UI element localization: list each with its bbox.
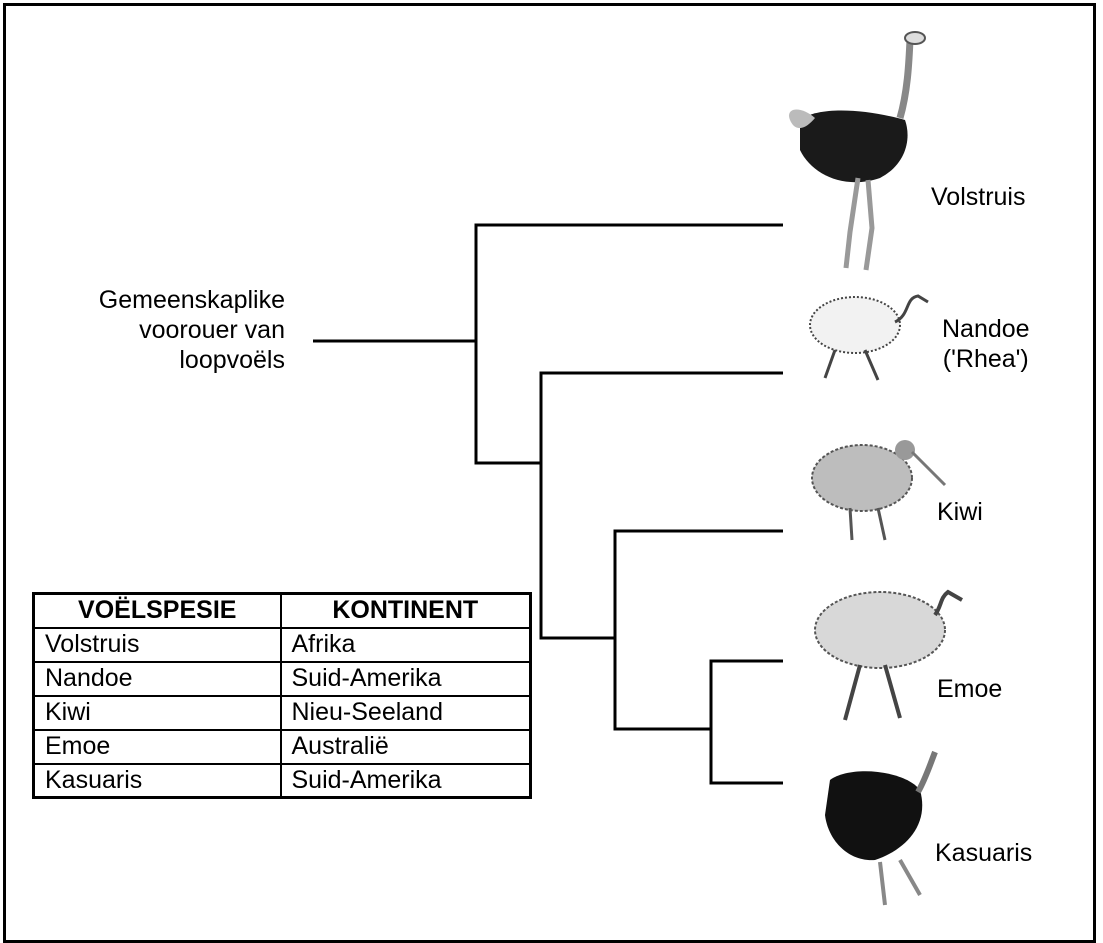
cell-species: Emoe — [34, 730, 281, 764]
header-continent: KONTINENT — [281, 594, 531, 628]
table-row: Kasuaris Suid-Amerika — [34, 764, 531, 798]
header-species: VOËLSPESIE — [34, 594, 281, 628]
cell-continent: Nieu-Seeland — [281, 696, 531, 730]
cell-species: Kiwi — [34, 696, 281, 730]
cell-species: Kasuaris — [34, 764, 281, 798]
branch-volstruis — [476, 225, 783, 463]
cell-continent: Suid-Amerika — [281, 764, 531, 798]
ancestor-label-line-1: Gemeenskaplike — [99, 285, 285, 315]
cell-species: Nandoe — [34, 662, 281, 696]
species-label-emoe: Emoe — [937, 674, 1002, 704]
species-label-nandoe-alt: ('Rhea') — [942, 344, 1030, 374]
table-row: Nandoe Suid-Amerika — [34, 662, 531, 696]
branch-nandoe — [541, 373, 783, 638]
branch-emoe-kasuaris — [711, 661, 783, 783]
species-label-volstruis: Volstruis — [931, 182, 1025, 212]
branch-kiwi — [615, 531, 783, 729]
table-row: Volstruis Afrika — [34, 628, 531, 662]
table-row: Emoe Australië — [34, 730, 531, 764]
species-label-kasuaris: Kasuaris — [935, 838, 1032, 868]
kiwi-icon — [812, 440, 945, 540]
species-label-nandoe-name: Nandoe — [942, 314, 1030, 344]
rhea-icon — [810, 296, 928, 380]
ostrich-icon — [789, 32, 925, 270]
ancestor-label: Gemeenskaplike voorouer van loopvoëls — [99, 285, 285, 375]
table-row: Kiwi Nieu-Seeland — [34, 696, 531, 730]
cell-species: Volstruis — [34, 628, 281, 662]
species-continent-table: VOËLSPESIE KONTINENT Volstruis Afrika Na… — [32, 592, 532, 799]
ancestor-label-line-3: loopvoëls — [99, 345, 285, 375]
species-label-kiwi: Kiwi — [937, 497, 983, 527]
cassowary-icon — [825, 752, 935, 905]
cell-continent: Afrika — [281, 628, 531, 662]
ancestor-label-line-2: voorouer van — [99, 315, 285, 345]
species-label-nandoe: Nandoe ('Rhea') — [942, 314, 1030, 374]
cell-continent: Suid-Amerika — [281, 662, 531, 696]
table-header-row: VOËLSPESIE KONTINENT — [34, 594, 531, 628]
cell-continent: Australië — [281, 730, 531, 764]
